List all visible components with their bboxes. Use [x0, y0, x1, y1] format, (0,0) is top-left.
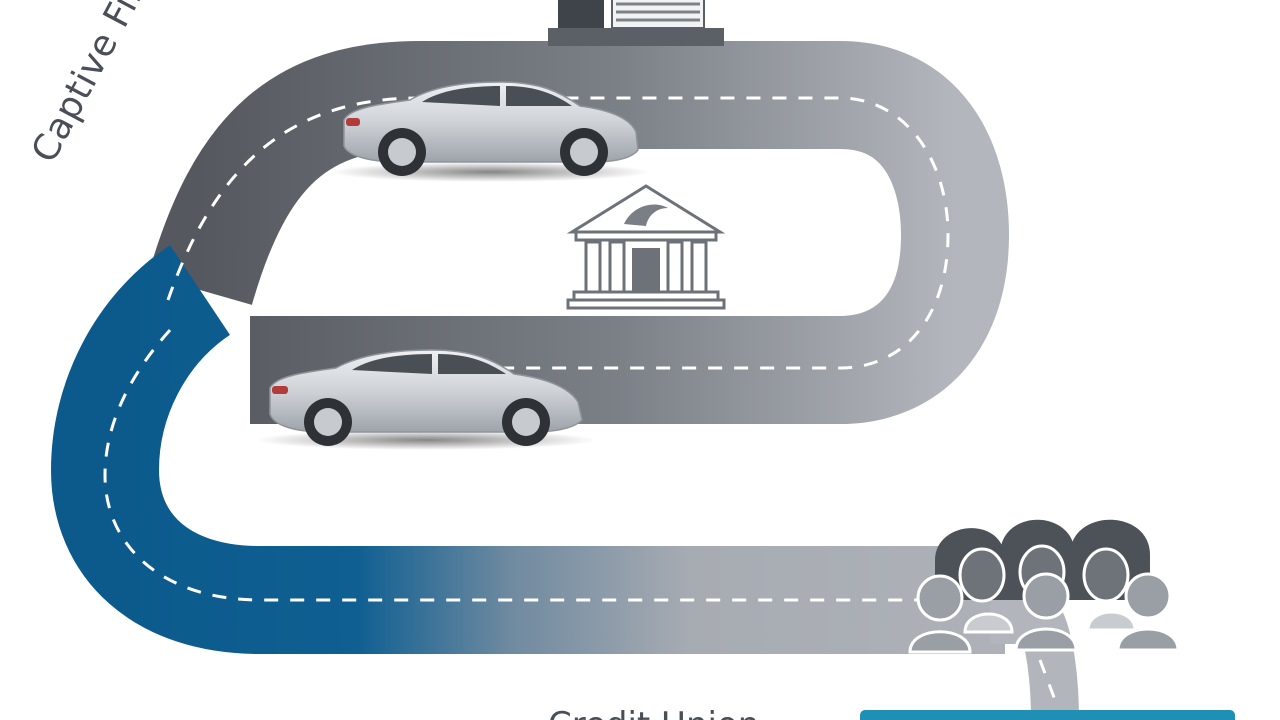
bank-building-icon: [566, 184, 726, 310]
car-lower: [256, 349, 596, 450]
road-center-lines: [103, 96, 1057, 701]
credit-union-label: Credit Union: [548, 705, 759, 720]
factory-building-icon: [548, 0, 724, 46]
cta-bar: [860, 710, 1235, 720]
people-group-icon: [908, 519, 1180, 654]
car-upper: [330, 81, 650, 182]
